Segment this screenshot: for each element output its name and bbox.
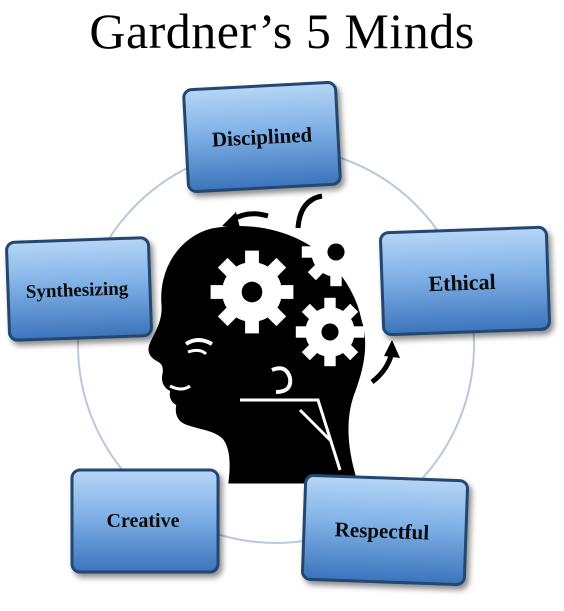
- creative-label: Creative: [107, 510, 180, 532]
- ethical-node: [379, 225, 551, 337]
- synthesizing-node: [5, 236, 153, 342]
- ethical-label: Ethical: [428, 269, 496, 296]
- disciplined-node: [182, 81, 342, 193]
- head-with-gears-icon: [148, 193, 400, 484]
- diagram-title: Gardner’s 5 Minds: [89, 3, 475, 59]
- synthesizing-label: Synthesizing: [26, 278, 130, 303]
- disciplined-label: Disciplined: [211, 122, 313, 151]
- respectful-node: [301, 473, 469, 587]
- respectful-label: Respectful: [334, 517, 429, 544]
- creative-node: [70, 468, 220, 574]
